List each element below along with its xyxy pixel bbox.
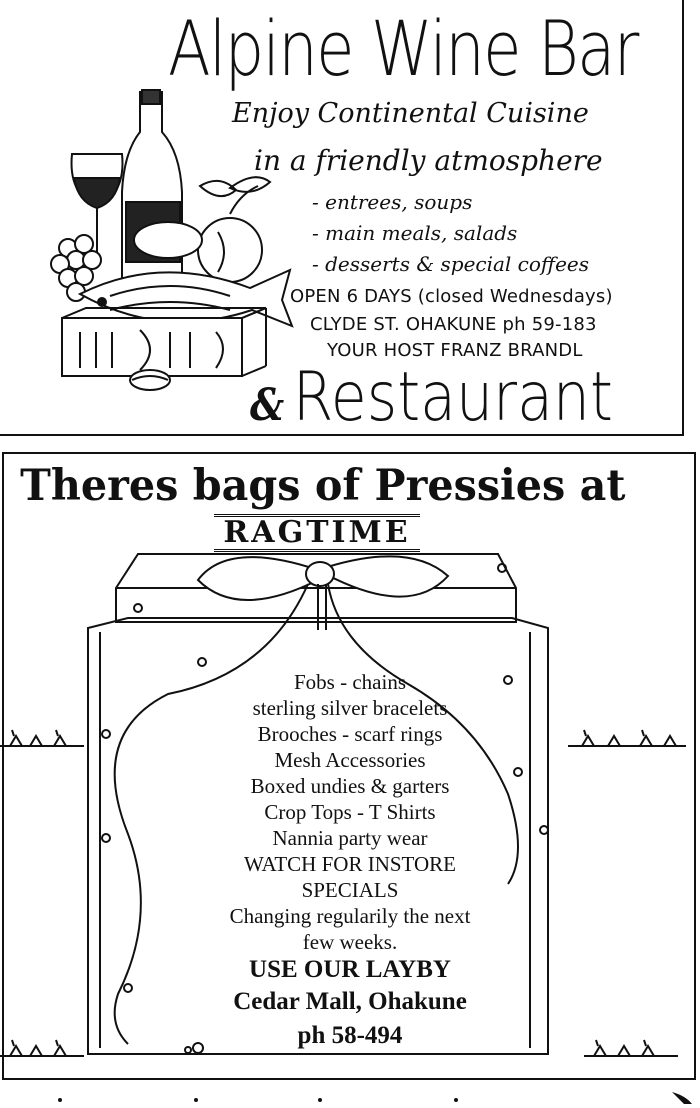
reindeer-sleigh-icon: [584, 1039, 678, 1057]
gift-item: Changing regularily the next: [229, 904, 471, 928]
store-phone: ph 58-494: [297, 1022, 403, 1049]
wine-bar-logo-title: Alpine Wine Bar: [168, 4, 639, 93]
gift-item: Crop Tops - T Shirts: [264, 800, 436, 824]
tagline-continental-cuisine: Enjoy Continental Cuisine: [232, 98, 589, 129]
ragtime-logo: RAGTIME: [214, 514, 420, 552]
store-location: Cedar Mall, Ohakune: [233, 988, 467, 1015]
reindeer-sleigh-icon: [568, 729, 686, 747]
ribbon-gift-box-icon: [87, 553, 549, 1055]
gift-item: Boxed undies & garters: [250, 774, 450, 798]
reindeer-sleigh-icon: [0, 729, 84, 747]
menu-item: - entrees, soups: [312, 190, 473, 214]
gift-item: Brooches - scarf rings: [257, 722, 443, 746]
ragtime-advertisement: [2, 452, 696, 1080]
ragtime-headline: Theres bags of Pressies at: [20, 461, 626, 511]
restaurant-logo: &Restaurant: [250, 358, 613, 446]
menu-item: - main meals, salads: [312, 221, 518, 245]
wine-bar-advertisement: [0, 0, 684, 436]
gift-item: Fobs - chains: [294, 670, 406, 694]
menu-item: - desserts & special coffees: [312, 252, 590, 276]
opening-hours: OPEN 6 DAYS (closed Wednesdays): [290, 286, 613, 307]
gift-item: Nannia party wear: [272, 826, 428, 850]
reindeer-sleigh-icon: [0, 1039, 84, 1057]
gift-item: sterling silver bracelets: [252, 696, 448, 720]
gift-item: WATCH FOR INSTORE: [244, 852, 456, 876]
wine-food-still-life-icon: [50, 89, 294, 391]
logo-restaurant-word: Restaurant: [292, 358, 613, 437]
gift-item: few weeks.: [302, 930, 398, 954]
gift-item: Mesh Accessories: [274, 748, 426, 772]
page-edge-marks: [58, 1092, 692, 1104]
tagline-friendly-atmosphere: in a friendly atmosphere: [254, 144, 603, 177]
layby-notice: USE OUR LAYBY: [249, 956, 451, 983]
gift-item: SPECIALS: [301, 878, 399, 902]
logo-ampersand: &: [250, 380, 285, 431]
host-name: YOUR HOST FRANZ BRANDL: [327, 340, 583, 361]
address-phone: CLYDE ST. OHAKUNE ph 59-183: [310, 314, 597, 335]
